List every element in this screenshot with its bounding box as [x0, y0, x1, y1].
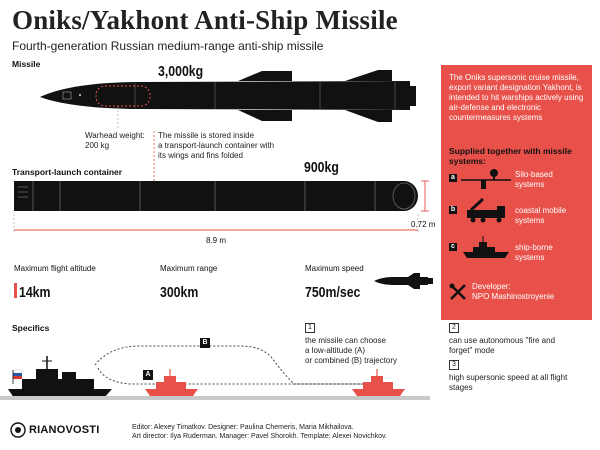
point-3-text: high supersonic speed at all flight stag… [449, 373, 568, 392]
info-panel [441, 65, 592, 320]
spec-range-value: 300km [160, 284, 199, 301]
container-illustration [13, 180, 429, 234]
container-weight: 900kg [304, 159, 339, 176]
storage-leader-line [153, 131, 155, 181]
page-title: Oniks/Yakhont Anti-Ship Missile [12, 5, 398, 35]
developer-label: Developer: [472, 282, 511, 291]
trajectory-b-label: B [200, 338, 210, 348]
container-length: 8.9 m [206, 236, 227, 245]
spec-altitude-label: Maximum flight altitude [14, 264, 96, 273]
credits: Editor: Alexey Timatkov. Designer: Pauli… [132, 424, 387, 440]
missile-section-label: Missile [12, 59, 41, 69]
page-subtitle: Fourth-generation Russian medium-range a… [12, 39, 324, 53]
truck-launcher-icon [467, 198, 505, 223]
storage-note: The missile is stored inside a transport… [158, 131, 275, 160]
missile-weight: 3,000kg [158, 63, 204, 80]
trajectory-a-label: A [143, 370, 153, 380]
badge-a: a [449, 174, 457, 182]
item-c-text: ship-borne systems [515, 243, 553, 262]
spec-range-label: Maximum range [160, 264, 218, 273]
missile-illustration [40, 70, 416, 128]
item-a-text: Silo-based systems [515, 170, 553, 189]
panel-heading: Supplied together with missile systems: [449, 146, 572, 166]
point-2-text: can use autonomous "fire and forget" mod… [449, 336, 556, 355]
point-1-text: the missile can choose a low-altitude (A… [305, 336, 398, 365]
ria-logo-text: RIANOVOSTI [29, 424, 100, 436]
panel-intro: The Oniks supersonic cruise missile, exp… [449, 73, 584, 122]
point-2-number: 2 [449, 323, 459, 333]
trajectory-diagram [0, 345, 430, 400]
ria-logo-icon [10, 422, 26, 438]
warship-icon [463, 236, 509, 258]
badge-c: c [449, 243, 457, 251]
spec-altitude-value: 14km [19, 284, 51, 301]
tools-icon [449, 283, 466, 300]
developer-name: NPO Mashinostroyenie [472, 292, 555, 301]
altitude-marker [14, 283, 17, 298]
point-1-number: 1 [305, 323, 315, 333]
specifics-section-label: Specifics [12, 323, 50, 333]
spec-speed-label: Maximum speed [305, 264, 364, 273]
silo-icon [461, 169, 511, 189]
item-b-text: coastal mobile systems [515, 206, 567, 225]
container-diameter: 0.72 m [411, 220, 436, 229]
badge-b: b [449, 206, 457, 214]
point-3-number: 3 [449, 360, 459, 370]
spec-speed-value: 750m/sec [305, 284, 361, 301]
warhead-note: Warhead weight: 200 kg [85, 131, 145, 150]
small-missile-icon [374, 273, 433, 289]
container-section-label: Transport-launch container [12, 167, 123, 177]
